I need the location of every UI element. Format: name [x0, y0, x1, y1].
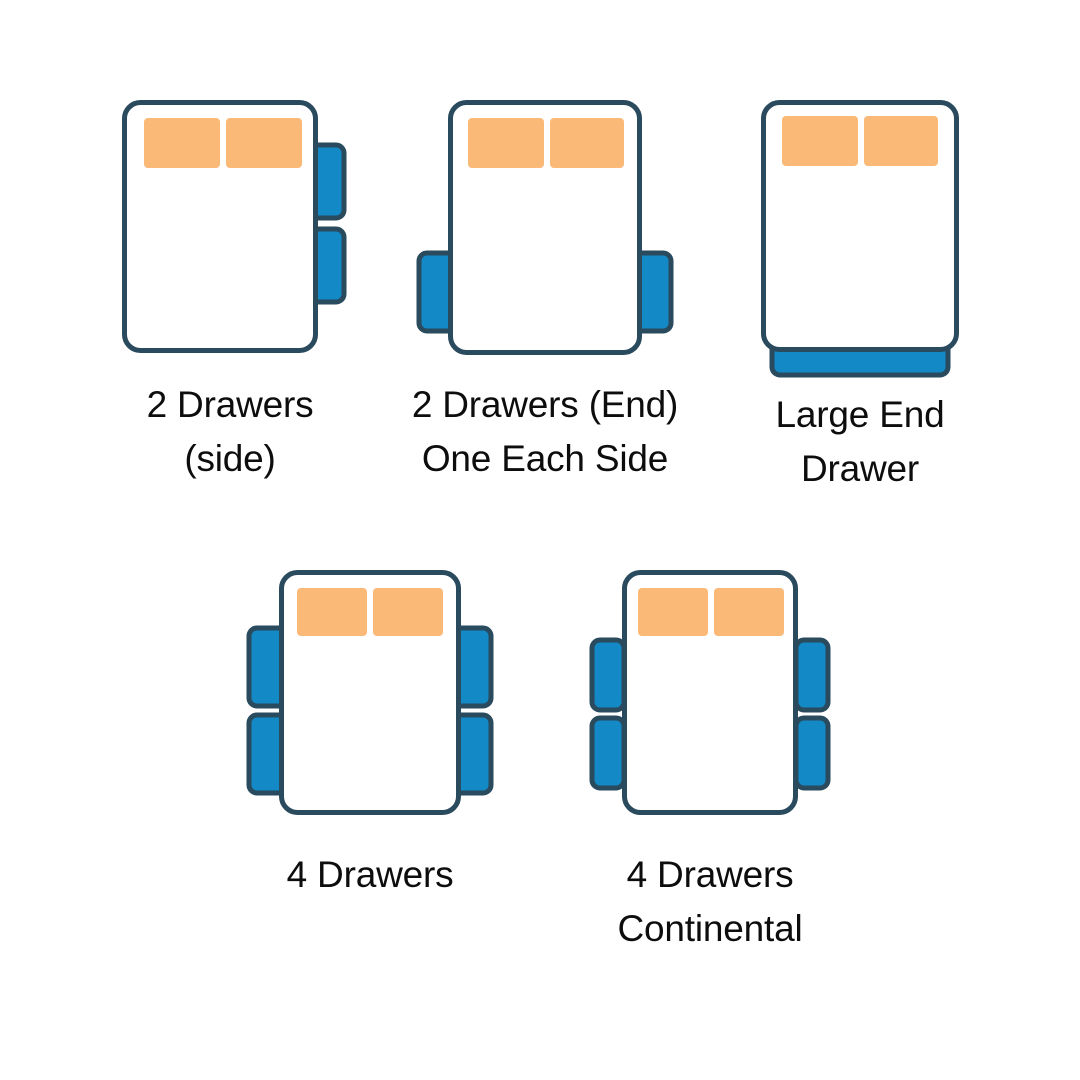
bed-diagram-two-drawers-side	[122, 100, 347, 353]
pillow-left	[638, 588, 708, 636]
bed-option-four-drawers-continental[interactable]: 4 Drawers Continental	[580, 560, 840, 949]
pillow-right	[550, 118, 624, 168]
pillow-left	[468, 118, 544, 168]
pillow-right	[714, 588, 784, 636]
pillow-right	[226, 118, 302, 168]
bed-option-large-end-drawer[interactable]: Large End Drawer	[750, 90, 970, 489]
bed-option-label-four-drawers: 4 Drawers	[286, 854, 454, 895]
drawer-right-bottom	[793, 715, 831, 791]
drawer-left-top	[589, 637, 627, 713]
bed-diagram-four-drawers	[246, 570, 494, 815]
bed-option-two-drawers-end[interactable]: 2 Drawers (End) One Each Side	[410, 90, 680, 479]
bed-diagram-four-drawers-continental	[589, 570, 831, 815]
pillow-left	[144, 118, 220, 168]
drawer-right-top	[793, 637, 831, 713]
pillow-right	[373, 588, 443, 636]
pillow-left	[297, 588, 367, 636]
bed-diagram-two-drawers-end	[416, 100, 674, 355]
bed-option-label-two-drawers-side: 2 Drawers (side)	[146, 384, 314, 479]
pillow-left	[782, 116, 858, 166]
bed-option-four-drawers[interactable]: 4 Drawers	[240, 560, 500, 895]
pillow-right	[864, 116, 938, 166]
drawer-left-bottom	[589, 715, 627, 791]
bed-option-label-four-drawers-continental: 4 Drawers Continental	[617, 854, 803, 949]
bed-diagram-large-end-drawer	[761, 100, 959, 378]
bed-option-label-large-end-drawer: Large End Drawer	[775, 394, 945, 489]
bed-option-label-two-drawers-end: 2 Drawers (End) One Each Side	[411, 384, 679, 479]
bed-option-two-drawers-side[interactable]: 2 Drawers (side)	[100, 90, 360, 479]
